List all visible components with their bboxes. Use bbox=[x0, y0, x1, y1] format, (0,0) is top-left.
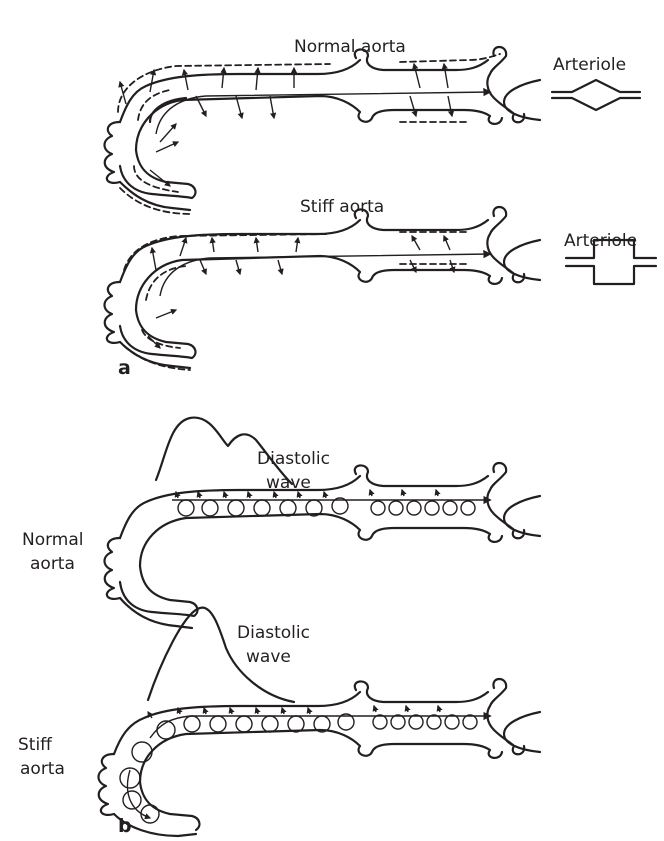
panel-a-normal: Normal aorta Arteriole bbox=[105, 37, 641, 214]
stiff-aorta-outline bbox=[105, 207, 541, 368]
stiff-aorta-title: Stiff aorta bbox=[300, 197, 384, 217]
panel-label-a: a bbox=[118, 357, 131, 379]
stiff-aorta-reflection-arrows bbox=[148, 236, 454, 348]
normal-aorta-outline-b bbox=[105, 463, 541, 628]
stiff-aorta-dilation-contour bbox=[124, 232, 470, 370]
arteriole-compliant-shape bbox=[552, 80, 640, 110]
diastolic-wave-label-stiff-line1: Diastolic bbox=[237, 623, 310, 643]
normal-aorta-label-line1: Normal bbox=[22, 530, 84, 550]
normal-aorta-standing-wave bbox=[172, 490, 490, 516]
panel-label-b: b bbox=[118, 815, 132, 837]
normal-aorta-title: Normal aorta bbox=[294, 37, 406, 57]
stiff-aorta-outline-b bbox=[99, 679, 541, 836]
panel-a-stiff: Stiff aorta Arteriole bbox=[105, 197, 657, 379]
diastolic-wave-label-normal-line1: Diastolic bbox=[257, 449, 330, 469]
normal-aorta-label-line2: aorta bbox=[30, 554, 75, 574]
panel-b-normal: Normal aorta Diastolic wave bbox=[22, 418, 540, 628]
normal-aorta-reflection-arrows bbox=[120, 64, 452, 186]
arteriole-label-normal: Arteriole bbox=[553, 55, 626, 75]
stiff-aorta-standing-wave bbox=[120, 706, 490, 823]
stiff-aorta-label-line2: aorta bbox=[20, 759, 65, 779]
diastolic-wave-label-stiff-line2: wave bbox=[246, 647, 291, 667]
panel-b-stiff: Stiff aorta Diastolic wave bbox=[18, 608, 540, 837]
stiff-aorta-label-line1: Stiff bbox=[18, 735, 53, 755]
